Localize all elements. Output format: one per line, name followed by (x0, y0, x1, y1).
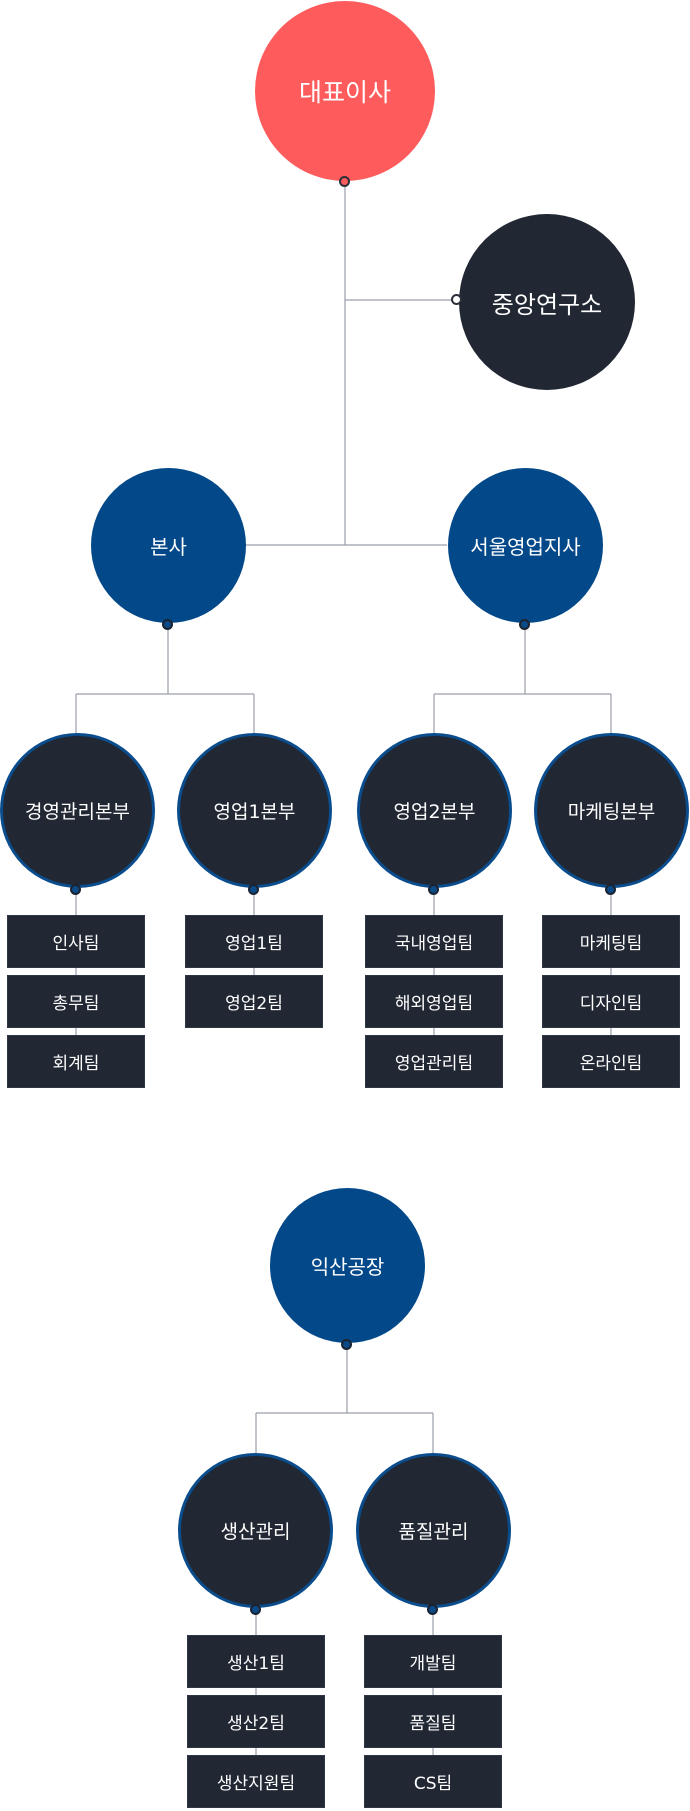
lab-node[interactable]: 중앙연구소 (459, 214, 635, 390)
team-box-production2[interactable]: 생산2팀 (187, 1695, 325, 1748)
iksan-connector-dot (341, 1339, 352, 1350)
lab-connector-dot (451, 294, 462, 305)
sales1-connector-dot (248, 884, 259, 895)
team-box-sales2[interactable]: 영업2팀 (185, 975, 323, 1028)
team-box-cs[interactable]: CS팀 (364, 1755, 502, 1808)
production-connector-dot (250, 1604, 261, 1615)
team-box-quality[interactable]: 품질팀 (364, 1695, 502, 1748)
mgmt-dept-node[interactable]: 경영관리본부 (0, 733, 155, 888)
team-box-production-support[interactable]: 생산지원팀 (187, 1755, 325, 1808)
team-box-accounting[interactable]: 회계팀 (7, 1035, 145, 1088)
sales2-connector-dot (428, 884, 439, 895)
marketing-connector-dot (605, 884, 616, 895)
mgmt-connector-dot (70, 884, 81, 895)
team-box-design[interactable]: 디자인팀 (542, 975, 680, 1028)
marketing-dept-node[interactable]: 마케팅본부 (534, 733, 689, 888)
hq-connector-dot (162, 619, 173, 630)
team-box-production1[interactable]: 생산1팀 (187, 1635, 325, 1688)
team-box-general-affairs[interactable]: 총무팀 (7, 975, 145, 1028)
team-box-hr[interactable]: 인사팀 (7, 915, 145, 968)
ceo-node[interactable]: 대표이사 (255, 1, 435, 181)
team-box-development[interactable]: 개발팀 (364, 1635, 502, 1688)
seoul-connector-dot (519, 619, 530, 630)
team-box-domestic-sales[interactable]: 국내영업팀 (365, 915, 503, 968)
team-box-sales-management[interactable]: 영업관리팀 (365, 1035, 503, 1088)
sales1-dept-node[interactable]: 영업1본부 (177, 733, 332, 888)
quality-dept-node[interactable]: 품질관리 (356, 1453, 511, 1608)
hq-node[interactable]: 본사 (91, 468, 246, 623)
team-box-overseas-sales[interactable]: 해외영업팀 (365, 975, 503, 1028)
ceo-connector-dot (339, 176, 350, 187)
seoul-branch-node[interactable]: 서울영업지사 (448, 468, 603, 623)
sales2-dept-node[interactable]: 영업2본부 (357, 733, 512, 888)
team-box-marketing[interactable]: 마케팅팀 (542, 915, 680, 968)
iksan-factory-node[interactable]: 익산공장 (270, 1188, 425, 1343)
production-dept-node[interactable]: 생산관리 (178, 1453, 333, 1608)
team-box-sales1[interactable]: 영업1팀 (185, 915, 323, 968)
team-box-online[interactable]: 온라인팀 (542, 1035, 680, 1088)
quality-connector-dot (427, 1604, 438, 1615)
